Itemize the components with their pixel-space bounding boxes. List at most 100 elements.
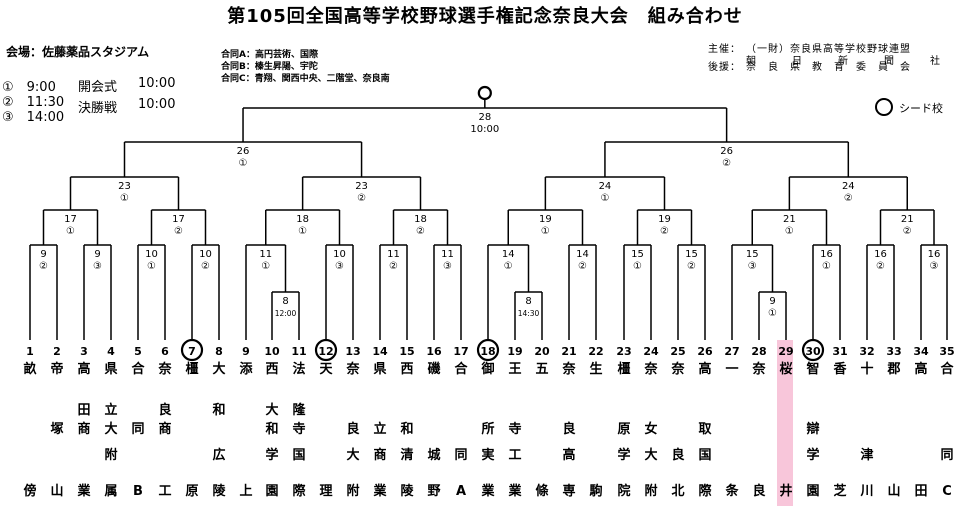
team-number: 22 bbox=[588, 345, 603, 358]
team-name-char: 良 bbox=[562, 421, 575, 437]
championship-circle-icon bbox=[477, 85, 492, 101]
team-name-char: 県 bbox=[104, 362, 117, 377]
seed-circle-icon bbox=[476, 338, 500, 362]
seed-circle-icon bbox=[314, 338, 338, 362]
team-number: 28 bbox=[751, 345, 766, 358]
team-name-char: 取 bbox=[698, 422, 712, 437]
team-name-char: B bbox=[133, 484, 143, 499]
team-name-char: C bbox=[942, 484, 952, 499]
team-name-char: 大 bbox=[104, 421, 117, 437]
schedule-slot-1: ① 9:00 bbox=[2, 80, 56, 95]
combined-team-b: 合同B：榛生昇陽、宇陀 bbox=[221, 62, 318, 72]
team-name-char: 和 bbox=[265, 421, 278, 437]
game-r2-2-slot: ② bbox=[174, 226, 183, 237]
game-qf-2-day: 23 bbox=[355, 181, 368, 192]
team-name-char: 所 bbox=[481, 421, 494, 437]
team-name-char: 辯 bbox=[806, 421, 819, 437]
team-name-char: 業 bbox=[76, 483, 91, 499]
game-sf-2-slot: ② bbox=[722, 158, 731, 169]
team-number: 14 bbox=[372, 345, 388, 358]
team-name-char: 隆 bbox=[292, 402, 306, 418]
team-name-char: 郡 bbox=[886, 362, 900, 377]
team-name-char: 和 bbox=[212, 402, 225, 418]
team-name-char: 橿 bbox=[185, 361, 198, 377]
team-highlight bbox=[777, 340, 793, 506]
team-number: 30 bbox=[805, 345, 821, 358]
team-name-char: 高 bbox=[914, 361, 927, 377]
team-name-char: 商 bbox=[158, 421, 171, 437]
game-r2-1-day: 17 bbox=[64, 214, 77, 225]
team-name-char: 山 bbox=[50, 483, 63, 499]
team-name-char: 大 bbox=[212, 361, 225, 377]
team-number: 9 bbox=[242, 345, 250, 358]
team-name-char: 女 bbox=[644, 421, 657, 437]
team-number: 12 bbox=[318, 345, 333, 358]
team-name-char: 上 bbox=[239, 484, 252, 499]
team-name-char: 学 bbox=[617, 447, 630, 463]
team-name-char: 同 bbox=[454, 448, 467, 463]
team-name-char: 城 bbox=[427, 447, 440, 463]
team-name-char: 田 bbox=[77, 403, 90, 418]
game-r2-8-slot: ② bbox=[903, 226, 912, 237]
schedule-event-2: 決勝戦 bbox=[78, 101, 118, 116]
team-name-char: 條 bbox=[535, 483, 548, 499]
game-prelim-2-time: 14:30 bbox=[518, 309, 540, 318]
team-name-char: 奈 bbox=[157, 361, 172, 377]
team-number: 31 bbox=[832, 345, 847, 358]
team-name-char: 高 bbox=[77, 361, 90, 377]
team-name-char: 川 bbox=[859, 484, 873, 499]
team-name-char: 駒 bbox=[588, 483, 602, 499]
team-name-char: 商 bbox=[77, 421, 90, 437]
game-r2-8-day: 21 bbox=[901, 214, 914, 225]
game-sf-1-day: 26 bbox=[237, 146, 250, 157]
game-r2-6-day: 19 bbox=[658, 214, 671, 225]
game-r1-6-slot: ③ bbox=[335, 261, 344, 272]
game-r1-15-slot: ② bbox=[876, 261, 885, 272]
team-name-char: 大 bbox=[644, 447, 657, 463]
game-r2-1-slot: ① bbox=[66, 226, 75, 237]
combined-team-a: 合同A：高円芸術、国際 bbox=[221, 50, 318, 60]
team-name-char: 合 bbox=[131, 361, 145, 377]
game-r2-7-slot: ① bbox=[785, 226, 794, 237]
game-r2-5-slot: ① bbox=[541, 226, 550, 237]
team-number: 2 bbox=[53, 345, 61, 358]
game-r1-14-day: 16 bbox=[820, 249, 833, 260]
team-number: 17 bbox=[453, 345, 468, 358]
team-name-char: 添 bbox=[239, 361, 253, 377]
team-name-char: 奈 bbox=[643, 361, 658, 377]
team-number: 19 bbox=[507, 345, 522, 358]
game-r2-5-day: 19 bbox=[539, 214, 552, 225]
game-r1-11-slot: ① bbox=[633, 261, 642, 272]
game-r1-5-day: 11 bbox=[259, 249, 272, 260]
team-number: 34 bbox=[913, 345, 929, 358]
team-name-char: 専 bbox=[562, 483, 575, 499]
team-number: 3 bbox=[80, 345, 88, 358]
game-r1-10-day: 14 bbox=[576, 249, 589, 260]
game-prelim-3-slot: ① bbox=[768, 308, 777, 319]
team-name-char: 和 bbox=[400, 421, 413, 437]
team-name-char: 工 bbox=[158, 484, 171, 499]
game-r1-7-slot: ② bbox=[389, 261, 398, 272]
team-name-char: 御 bbox=[480, 361, 494, 377]
team-name-char: 十 bbox=[860, 361, 873, 377]
host-newspaper: 朝 日 新 聞 社 bbox=[746, 56, 953, 67]
game-r1-10-slot: ② bbox=[578, 261, 587, 272]
game-r2-4-day: 18 bbox=[414, 214, 427, 225]
game-qf-1-slot: ① bbox=[120, 193, 129, 204]
schedule-event-1: 開会式 bbox=[78, 80, 118, 95]
game-r1-5-slot: ① bbox=[261, 261, 270, 272]
team-name-char: 王 bbox=[508, 362, 521, 377]
team-name-char: 原 bbox=[617, 422, 630, 437]
team-name-char: 立 bbox=[373, 421, 386, 437]
game-r1-1-day: 9 bbox=[40, 249, 46, 260]
team-number: 5 bbox=[134, 345, 142, 358]
team-number: 7 bbox=[188, 345, 196, 358]
game-prelim-1-day: 8 bbox=[282, 296, 288, 307]
team-name-char: 高 bbox=[562, 447, 575, 463]
team-name-char: 条 bbox=[725, 483, 739, 499]
game-final-day: 28 bbox=[478, 112, 491, 123]
team-number: 23 bbox=[616, 345, 631, 358]
game-r1-9-day: 14 bbox=[502, 249, 515, 260]
